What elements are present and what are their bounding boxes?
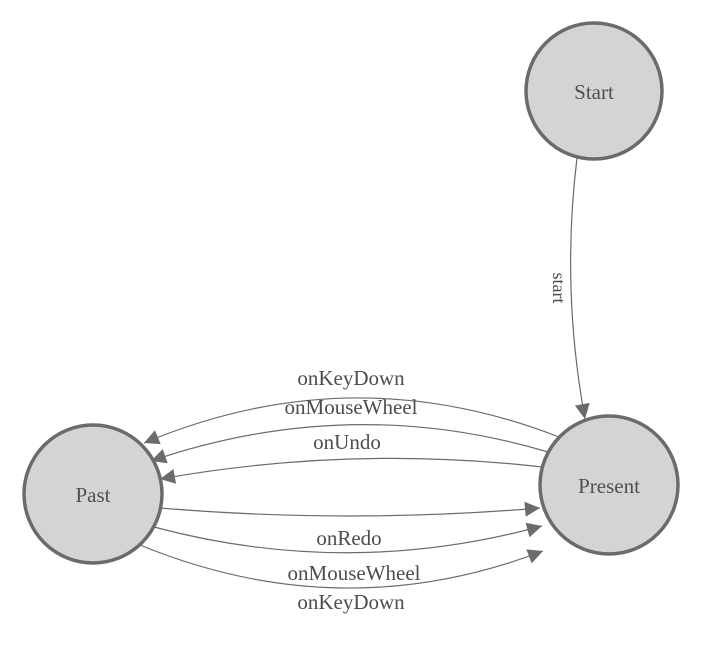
- state-label-start: Start: [574, 80, 614, 104]
- edge-start-to-present[interactable]: [570, 157, 590, 420]
- state-label-present: Present: [578, 474, 640, 498]
- edge-past-to-present-onkeydown[interactable]: [139, 544, 544, 589]
- edge-present-to-past-onkeydown[interactable]: [143, 397, 560, 445]
- state-circle-start[interactable]: [524, 21, 664, 161]
- edge-label-start: start: [549, 273, 569, 304]
- edge-label-onmousewheel-top: onMouseWheel: [285, 395, 418, 419]
- edge-label-onkeydown-bottom: onKeyDown: [297, 590, 405, 614]
- edge-present-to-past-onundo[interactable]: [159, 457, 543, 484]
- edge-past-to-present-onmousewheel[interactable]: [153, 522, 543, 554]
- edge-present-to-past-onmousewheel[interactable]: [150, 424, 549, 464]
- state-label-past: Past: [75, 483, 110, 507]
- edge-past-to-present-onredo[interactable]: [159, 501, 541, 517]
- state-node-past[interactable]: Past: [22, 423, 164, 565]
- edge-label-onmousewheel-bottom: onMouseWheel: [288, 561, 421, 585]
- edge-label-onredo: onRedo: [316, 526, 381, 550]
- state-circle-past[interactable]: [22, 423, 164, 565]
- state-node-start[interactable]: Start: [524, 21, 664, 161]
- edge-label-onundo: onUndo: [313, 430, 381, 454]
- state-circle-present[interactable]: [538, 414, 680, 556]
- edge-label-onkeydown-top: onKeyDown: [297, 366, 405, 390]
- state-node-present[interactable]: Present: [538, 414, 680, 556]
